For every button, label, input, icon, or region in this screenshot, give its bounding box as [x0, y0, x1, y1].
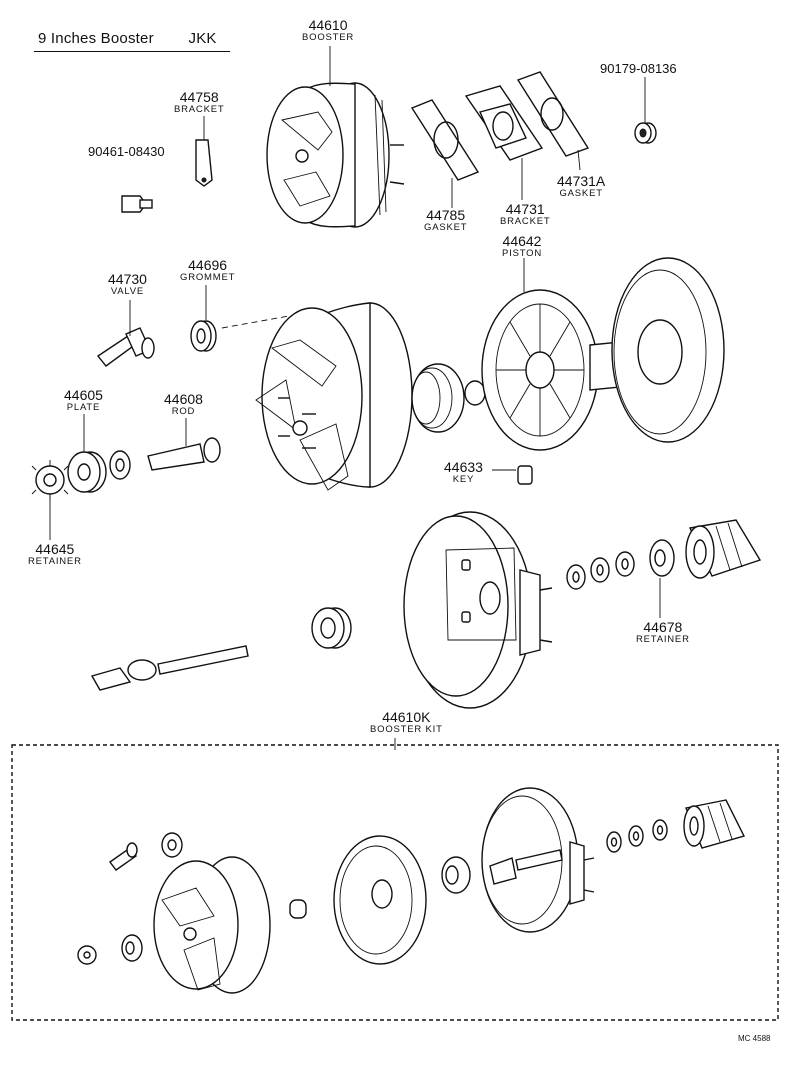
label-bolt: 90461-08430	[88, 145, 165, 158]
model-code: JKK	[188, 30, 217, 47]
bracket-44731-illustration	[464, 85, 544, 161]
valve-44730-illustration	[96, 327, 155, 367]
part-number: 44731A	[557, 173, 606, 189]
label-rod: 44608 ROD	[164, 392, 203, 417]
label-grommet: 44696 GROMMET	[180, 258, 235, 283]
gasket-44731a-illustration	[516, 71, 590, 157]
label-nut: 90179-08136	[600, 62, 677, 75]
label-plate: 44605 PLATE	[64, 388, 103, 413]
part-number: 44678	[643, 619, 683, 635]
seal-illustration	[464, 380, 486, 406]
label-gasket-44785: 44785 GASKET	[424, 208, 467, 233]
leader-lines	[49, 46, 661, 750]
gasket-44785-illustration	[410, 99, 480, 181]
label-gasket-44731a: 44731A GASKET	[557, 174, 605, 199]
retainer-44678-illustration	[649, 539, 675, 577]
retainer-44645-illustration	[31, 460, 69, 500]
kit-seal-illustration	[289, 899, 307, 919]
part-number: 44642	[502, 233, 542, 249]
drawing-id: MC 4588	[738, 1034, 771, 1043]
label-booster-kit: 44610K BOOSTER KIT	[370, 710, 443, 735]
label-bracket-44758: 44758 BRACKET	[174, 90, 224, 115]
kit-washer-row-illustration	[606, 819, 668, 853]
bracket-44758-illustration	[195, 139, 213, 187]
key-44633-illustration	[517, 465, 533, 485]
kit-front-shell-illustration	[153, 856, 271, 994]
part-name: PISTON	[502, 248, 542, 259]
part-number: 44731	[505, 201, 545, 217]
booster-kit-box	[11, 744, 779, 1021]
part-name: ROD	[171, 406, 196, 417]
part-number: 44608	[164, 391, 203, 407]
part-number: 44610K	[382, 709, 431, 725]
washer-illustration	[109, 450, 131, 480]
part-number: 44605	[64, 387, 103, 403]
part-number: 44696	[188, 257, 228, 273]
title-underline	[34, 51, 230, 52]
part-number: 44645	[35, 541, 75, 557]
part-name: GASKET	[424, 222, 468, 233]
part-number: 44758	[179, 89, 219, 105]
part-name: BRACKET	[500, 216, 551, 227]
boot-illustration	[685, 519, 762, 579]
part-name: PLATE	[66, 402, 101, 413]
kit-valve-illustration	[109, 842, 138, 871]
label-bracket-44731: 44731 BRACKET	[500, 202, 550, 227]
output-rod-illustration	[90, 645, 249, 691]
label-key: 44633 KEY	[444, 460, 483, 485]
rod-44608-illustration	[147, 437, 221, 471]
kit-grommet-illustration	[161, 832, 183, 858]
nut-illustration	[634, 122, 657, 144]
kit-plate-illustration	[121, 934, 143, 962]
rear-shell-illustration	[403, 511, 553, 709]
part-name: BOOSTER	[302, 32, 355, 43]
part-name: KEY	[452, 474, 475, 485]
label-retainer-44678: 44678 RETAINER	[636, 620, 690, 645]
seal-rear-illustration	[311, 607, 352, 649]
washer-row-illustration	[566, 551, 635, 590]
part-name: RETAINER	[636, 634, 690, 645]
diagram-title: 9 Inches Booster JKK	[38, 30, 217, 47]
kit-boot-illustration	[683, 799, 746, 849]
kit-seal-rear-illustration	[441, 856, 471, 894]
diaphragm-illustration	[411, 363, 465, 433]
part-number: 44785	[426, 207, 466, 223]
label-piston: 44642 PISTON	[502, 234, 542, 259]
label-retainer-44645: 44645 RETAINER	[28, 542, 82, 567]
part-name: BOOSTER KIT	[370, 724, 443, 735]
front-shell-illustration	[255, 302, 413, 491]
part-number: 90179-08136	[600, 61, 677, 76]
part-name: RETAINER	[28, 556, 82, 567]
part-name: GASKET	[559, 188, 603, 199]
rear-plate-illustration	[611, 257, 725, 443]
plate-44605-illustration	[67, 451, 107, 493]
part-number: 44633	[444, 459, 483, 475]
title-text: 9 Inches Booster	[38, 30, 154, 47]
part-number: 44730	[108, 271, 147, 287]
grommet-44696-illustration	[190, 313, 301, 360]
label-booster: 44610 BOOSTER	[302, 18, 354, 43]
booster-44610-illustration	[266, 82, 405, 228]
part-number: 90461-08430	[88, 144, 165, 159]
label-valve: 44730 VALVE	[108, 272, 147, 297]
part-name: VALVE	[110, 286, 145, 297]
kit-diaphragm-illustration	[333, 835, 427, 965]
part-name: GROMMET	[180, 272, 236, 283]
kit-retainer-illustration	[77, 945, 97, 965]
part-number: 44610	[308, 17, 348, 33]
kit-rear-shell-illustration	[481, 787, 595, 933]
part-name: BRACKET	[174, 104, 225, 115]
